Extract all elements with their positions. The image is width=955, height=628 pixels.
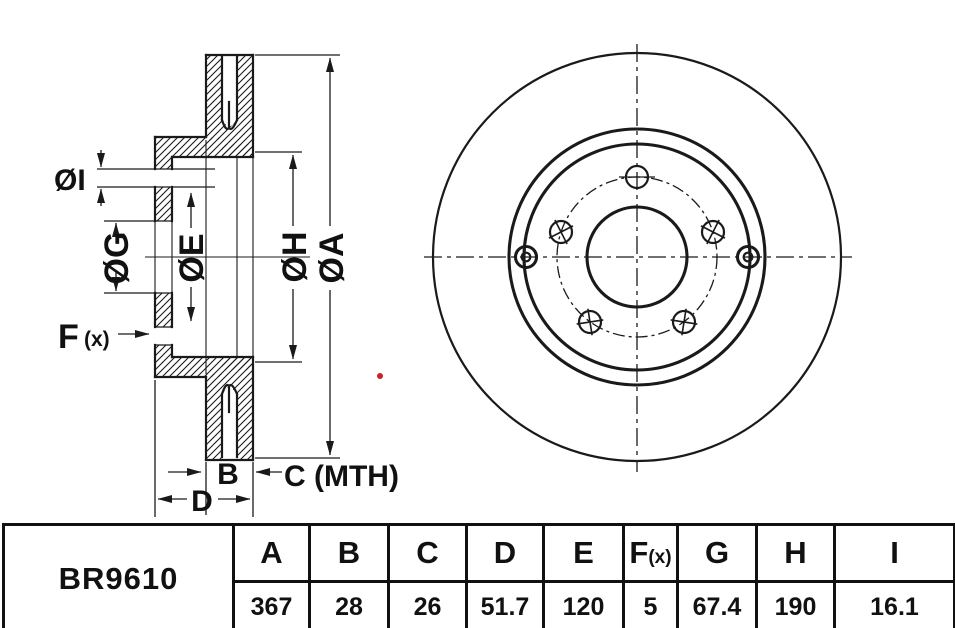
- dim-b-c-d: B C (MTH) D: [154, 380, 399, 518]
- value-b: 28: [308, 580, 390, 628]
- dim-f: F (x): [58, 318, 150, 356]
- column-header-i: I: [833, 523, 955, 583]
- value-h: 190: [755, 580, 836, 628]
- value-fx: 5: [622, 580, 679, 628]
- red-dot-mark: [377, 373, 383, 379]
- header-label: I: [890, 535, 899, 570]
- bolt-hole-lower-right: [670, 308, 698, 336]
- header-label: G: [704, 535, 730, 570]
- label-dia-g: ØG: [98, 232, 136, 285]
- label-f-sub: (x): [84, 328, 110, 351]
- header-label: A: [260, 535, 283, 570]
- hat-ring-outer-circle: [507, 127, 767, 387]
- label-f: F: [58, 318, 79, 356]
- label-c-mth: C (MTH): [284, 460, 399, 493]
- header-label: E: [573, 535, 594, 570]
- locating-hole-left: [513, 244, 539, 270]
- value-a: 367: [232, 580, 311, 628]
- value-g: 67.4: [676, 580, 758, 628]
- label-b: B: [217, 458, 239, 491]
- header-label: H: [784, 535, 807, 570]
- header-label: D: [493, 535, 517, 570]
- dim-dia-g: ØG: [98, 220, 157, 294]
- header-label: C: [416, 535, 439, 570]
- label-dia-i: ØI: [54, 164, 86, 197]
- header-label: B: [337, 535, 361, 570]
- bolt-hole-top: [619, 164, 655, 190]
- cross-section-view: ØI ØG ØE ØH: [54, 53, 399, 518]
- value-d: 51.7: [465, 580, 545, 628]
- dim-dia-a: ØA: [255, 54, 351, 459]
- label-dia-h: ØH: [276, 232, 314, 283]
- technical-drawing: ØI ØG ØE ØH: [54, 44, 852, 518]
- dim-dia-i: ØI: [54, 150, 215, 206]
- header-fx-suffix: (x): [648, 547, 672, 568]
- column-header-fx: F(x): [622, 523, 679, 583]
- locating-hole-right: [735, 244, 761, 270]
- label-d: D: [191, 485, 213, 518]
- column-header-d: D: [465, 523, 545, 583]
- dim-dia-h: ØH: [255, 151, 314, 363]
- front-view: [424, 44, 852, 472]
- column-header-a: A: [232, 523, 311, 583]
- column-header-g: G: [676, 523, 758, 583]
- part-number-cell: BR9610: [2, 523, 235, 628]
- column-header-e: E: [542, 523, 625, 583]
- value-e: 120: [542, 580, 625, 628]
- label-dia-e: ØE: [173, 233, 211, 282]
- value-c: 26: [387, 580, 468, 628]
- bolt-hole-lower-left: [576, 308, 604, 336]
- dim-dia-e: ØE: [173, 192, 211, 322]
- spec-table: BR9610 A B C D E F(x) G H I 367 28 26 51…: [2, 523, 955, 628]
- value-i: 16.1: [833, 580, 955, 628]
- column-header-b: B: [308, 523, 390, 583]
- label-dia-a: ØA: [313, 233, 351, 284]
- bolt-hole-upper-right: [700, 219, 726, 245]
- column-header-c: C: [387, 523, 468, 583]
- header-label: F: [629, 535, 649, 570]
- column-header-h: H: [755, 523, 836, 583]
- bolt-hole-upper-left: [548, 219, 574, 245]
